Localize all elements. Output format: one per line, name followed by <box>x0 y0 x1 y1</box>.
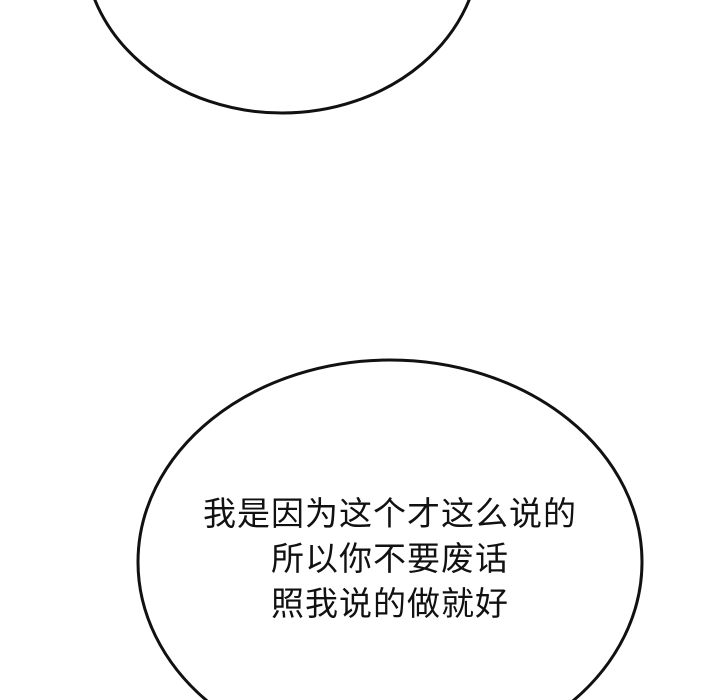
speech-bubble-bottom <box>136 358 644 700</box>
dialogue-line: 所以你不要废话 <box>271 539 509 578</box>
dialogue-line: 照我说的做就好 <box>271 584 509 623</box>
dialogue-line: 我是因为这个才这么说的 <box>203 494 577 533</box>
speech-bubble-bottom-text: 我是因为这个才这么说的 所以你不要废话 照我说的做就好 <box>140 491 640 626</box>
speech-bubble-top <box>93 0 471 115</box>
